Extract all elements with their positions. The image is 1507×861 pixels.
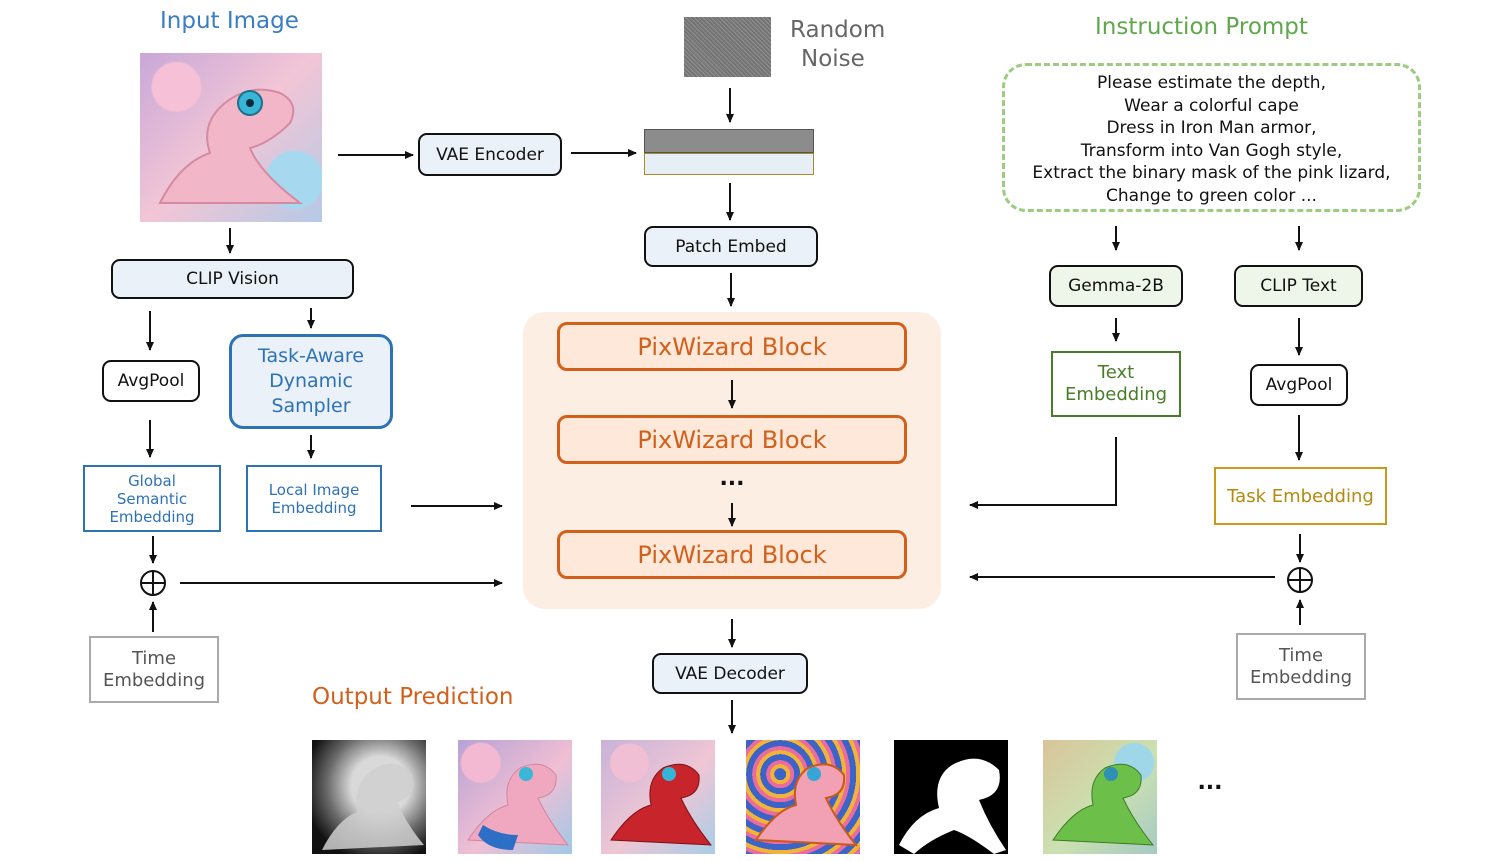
task-embedding-label: Task Embedding: [1227, 485, 1374, 507]
avgpool-left-box: AvgPool: [102, 360, 200, 402]
local-image-embedding-box: Local Image Embedding: [246, 465, 382, 532]
task-aware-line1: Task-Aware: [258, 345, 364, 367]
vae-decoder-label: VAE Decoder: [675, 663, 785, 684]
time-embedding-right-box: Time Embedding: [1236, 633, 1366, 700]
instruction-prompt-title: Instruction Prompt: [1095, 14, 1308, 40]
avgpool-right-box: AvgPool: [1250, 364, 1348, 406]
patch-embed-label: Patch Embed: [675, 236, 787, 257]
input-lizard-image: [140, 53, 322, 222]
input-image-title: Input Image: [160, 8, 299, 34]
time-right-line2: Embedding: [1249, 666, 1353, 688]
global-line2: Semantic: [116, 489, 188, 508]
output-iron-man-image: [601, 740, 715, 854]
patch-embed-box: Patch Embed: [644, 226, 818, 267]
random-noise-title-line1: Random: [790, 17, 886, 43]
output-mask-image: [894, 740, 1008, 854]
prompt-line-4: Transform into Van Gogh style,: [1080, 140, 1343, 161]
latent-image-bar: [644, 153, 814, 175]
plus-left-icon: [140, 570, 166, 596]
output-cape-image: [458, 740, 572, 854]
time-embedding-left-box: Time Embedding: [89, 636, 219, 703]
local-line1: Local Image: [268, 480, 360, 499]
vae-decoder-box: VAE Decoder: [652, 653, 808, 694]
vae-encoder-label: VAE Encoder: [436, 144, 544, 165]
prompt-line-3: Dress in Iron Man armor,: [1106, 118, 1317, 139]
output-green-image: [1043, 740, 1157, 854]
time-right-line1: Time: [1278, 644, 1324, 666]
pixwizard-ellipsis: ...: [719, 466, 745, 491]
text-emb-line1: Text: [1097, 362, 1135, 383]
output-depth-image: [312, 740, 426, 854]
prompt-line-6: Change to green color ...: [1106, 185, 1317, 206]
global-line3: Embedding: [109, 507, 195, 526]
output-prediction-title: Output Prediction: [312, 684, 514, 710]
pixwizard-block-2-label: PixWizard Block: [637, 425, 827, 454]
prompt-line-2: Wear a colorful cape: [1124, 95, 1299, 116]
clip-vision-box: CLIP Vision: [111, 259, 354, 299]
text-embedding-box: Text Embedding: [1051, 351, 1181, 417]
gemma-label: Gemma-2B: [1068, 276, 1164, 296]
latent-noise-bar: [644, 129, 814, 153]
avgpool-left-label: AvgPool: [117, 371, 185, 391]
task-embedding-box: Task Embedding: [1214, 467, 1387, 525]
clip-text-box: CLIP Text: [1234, 265, 1363, 307]
pixwizard-block-1-label: PixWizard Block: [637, 332, 827, 361]
clip-text-label: CLIP Text: [1260, 276, 1337, 296]
gemma-box: Gemma-2B: [1049, 265, 1183, 307]
output-ellipsis: ...: [1197, 770, 1223, 795]
time-left-line2: Embedding: [102, 669, 206, 691]
pixwizard-block-2: PixWizard Block: [557, 415, 907, 464]
clip-vision-label: CLIP Vision: [186, 269, 279, 289]
global-line1: Global: [128, 471, 176, 490]
instruction-prompt-box: Please estimate the depth, Wear a colorf…: [1002, 63, 1421, 212]
global-semantic-embedding-box: Global Semantic Embedding: [83, 465, 221, 532]
prompt-line-1: Please estimate the depth,: [1097, 73, 1326, 93]
random-noise-title-line2: Noise: [801, 46, 865, 72]
time-left-line1: Time: [131, 647, 177, 669]
task-aware-sampler-box: Task-Aware Dynamic Sampler: [229, 334, 393, 429]
text-emb-line2: Embedding: [1064, 384, 1168, 405]
random-noise-image: [684, 17, 771, 77]
plus-right-icon: [1287, 567, 1313, 593]
local-line2: Embedding: [271, 498, 357, 517]
output-van-gogh-image: [746, 740, 860, 854]
task-aware-line3: Sampler: [271, 395, 351, 417]
pixwizard-block-3-label: PixWizard Block: [637, 540, 827, 569]
avgpool-right-label: AvgPool: [1265, 375, 1333, 395]
arrow-textemb-to-backbone: [969, 437, 1117, 509]
pixwizard-block-3: PixWizard Block: [557, 530, 907, 579]
task-aware-line2: Dynamic: [269, 370, 353, 392]
vae-encoder-box: VAE Encoder: [418, 133, 562, 176]
pixwizard-block-1: PixWizard Block: [557, 322, 907, 371]
prompt-line-5: Extract the binary mask of the pink liza…: [1032, 163, 1391, 184]
